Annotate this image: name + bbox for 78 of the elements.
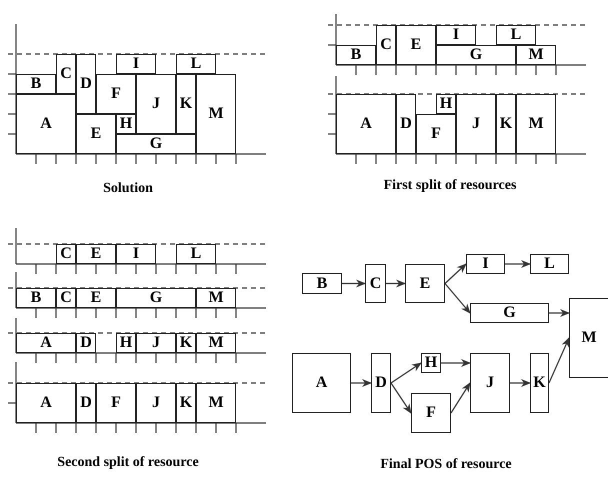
task-box: G: [436, 45, 516, 65]
task-box: D: [76, 383, 96, 423]
arrow: [548, 337, 570, 384]
task-box: C: [365, 264, 386, 303]
task-box: D: [371, 353, 391, 413]
task-box: L: [176, 244, 216, 264]
task-box: E: [405, 264, 445, 303]
panel-caption: Second split of resource: [57, 455, 199, 471]
task-box: J: [456, 94, 496, 154]
task-box: E: [76, 244, 116, 264]
arrow: [444, 283, 471, 314]
task-box: A: [16, 333, 76, 353]
panel-caption: First split of resources: [384, 178, 516, 194]
task-box: B: [336, 45, 376, 65]
arrow: [441, 359, 471, 367]
task-box: A: [16, 94, 76, 154]
task-box: L: [530, 254, 569, 274]
task-box: F: [416, 114, 456, 154]
task-box: I: [116, 54, 156, 74]
task-box: K: [176, 383, 196, 423]
task-box: G: [116, 134, 196, 154]
task-box: B: [16, 288, 56, 308]
arrow: [450, 382, 471, 414]
task-box: H: [116, 114, 136, 134]
task-box: E: [396, 25, 436, 65]
arrow: [444, 263, 467, 284]
task-box: A: [292, 353, 351, 413]
task-box: H: [436, 94, 456, 114]
task-box: J: [136, 383, 176, 423]
task-box: K: [530, 353, 549, 413]
arrow: [390, 382, 412, 414]
task-box: L: [496, 25, 536, 45]
arrow: [549, 309, 570, 317]
arrow: [510, 379, 531, 387]
task-box: C: [56, 288, 76, 308]
task-box: M: [516, 94, 556, 154]
task-box: A: [16, 383, 76, 423]
task-box: D: [76, 333, 96, 353]
task-box: M: [196, 74, 236, 154]
task-box: L: [176, 54, 216, 74]
task-box: F: [96, 74, 136, 114]
task-box: G: [470, 303, 549, 323]
panel-caption: Solution: [103, 181, 153, 197]
task-box: E: [76, 288, 116, 308]
task-box: K: [496, 94, 516, 154]
task-box: B: [302, 273, 342, 294]
task-box: J: [136, 74, 176, 134]
task-box: H: [116, 333, 136, 353]
task-box: K: [176, 333, 196, 353]
arrow: [390, 362, 422, 384]
task-box: D: [396, 94, 416, 154]
task-box: C: [56, 54, 76, 94]
task-box: B: [16, 74, 56, 94]
arrow: [386, 280, 406, 288]
task-box: E: [76, 114, 116, 154]
task-box: K: [176, 74, 196, 134]
task-box: C: [56, 244, 76, 264]
task-box: G: [116, 288, 196, 308]
task-box: A: [336, 94, 396, 154]
task-box: J: [136, 333, 176, 353]
arrow: [505, 260, 531, 268]
task-box: M: [569, 298, 608, 378]
task-box: H: [421, 353, 441, 373]
task-box: F: [96, 383, 136, 423]
task-box: J: [470, 353, 510, 413]
task-box: I: [436, 25, 476, 45]
task-box: M: [516, 45, 556, 65]
task-box: D: [76, 54, 96, 114]
arrow: [342, 280, 366, 288]
task-box: F: [411, 393, 451, 433]
task-box: M: [196, 288, 236, 308]
task-box: I: [116, 244, 156, 264]
panel-caption: Final POS of resource: [380, 457, 512, 473]
task-box: M: [196, 333, 236, 353]
arrow: [351, 379, 372, 387]
task-box: I: [466, 254, 505, 274]
task-box: M: [196, 383, 236, 423]
task-box: C: [376, 25, 396, 65]
